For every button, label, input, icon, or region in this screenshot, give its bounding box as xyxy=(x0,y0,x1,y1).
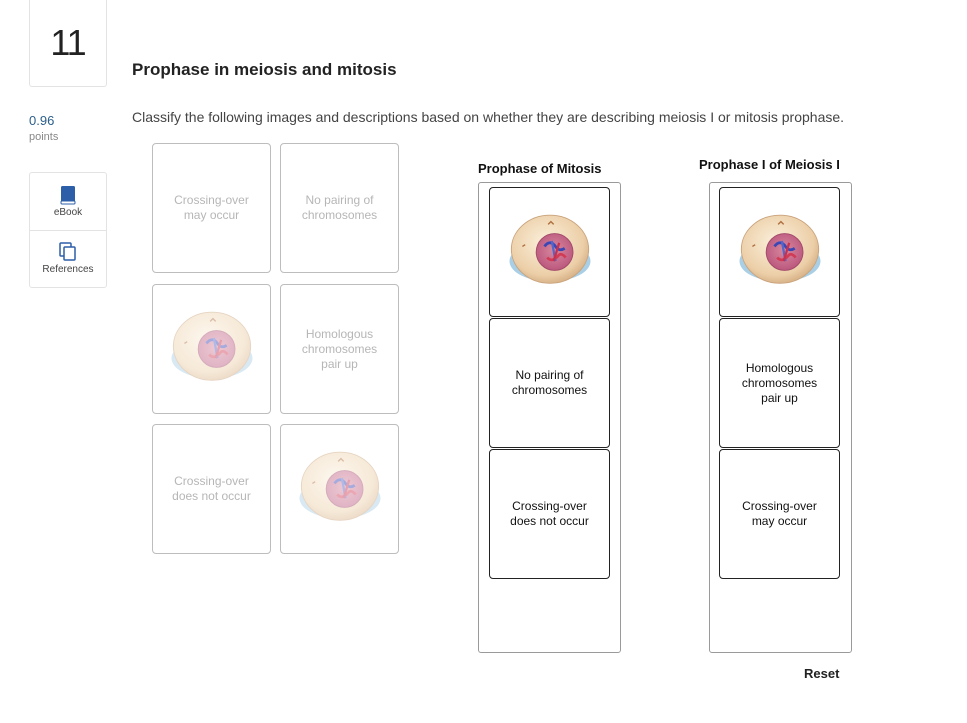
copy-pages-icon xyxy=(59,242,77,262)
card-text: Homologous chromosomes pair up xyxy=(301,326,378,371)
mitosis-bin-title: Prophase of Mitosis xyxy=(478,161,602,176)
card-text: No pairing of chromosomes xyxy=(511,368,588,397)
source-card-crossing-over-may[interactable]: Crossing-over may occur xyxy=(152,143,271,273)
meiosis-bin-title: Prophase I of Meiosis I xyxy=(699,157,840,172)
source-card-cell-image-1[interactable] xyxy=(152,284,271,414)
card-text: Crossing-over may occur xyxy=(742,499,817,528)
book-icon xyxy=(60,185,76,205)
question-number: 11 xyxy=(29,0,107,87)
question-title: Prophase in meiosis and mitosis xyxy=(132,60,397,79)
points-value: 0.96 xyxy=(29,113,55,128)
card-text: No pairing of chromosomes xyxy=(301,193,378,222)
question-instructions: Classify the following images and descri… xyxy=(132,109,845,125)
source-card-no-pairing[interactable]: No pairing of chromosomes xyxy=(280,143,399,273)
card-text: Crossing-over may occur xyxy=(174,193,249,222)
cell-prophase-image xyxy=(507,213,592,285)
ebook-label: eBook xyxy=(53,207,83,218)
meiosis-card-cell-image[interactable] xyxy=(719,187,840,317)
mitosis-card-crossing-over-not[interactable]: Crossing-over does not occur xyxy=(489,449,610,579)
resource-panel: eBook References xyxy=(29,172,107,288)
points-label: points xyxy=(29,131,59,143)
mitosis-card-no-pairing[interactable]: No pairing of chromosomes xyxy=(489,318,610,448)
cell-prophase-image xyxy=(737,213,822,285)
references-button[interactable]: References xyxy=(30,230,106,287)
meiosis-card-crossing-over-may[interactable]: Crossing-over may occur xyxy=(719,449,840,579)
reset-button[interactable]: Reset xyxy=(804,666,840,681)
cell-prophase-image xyxy=(169,310,254,382)
source-card-cell-image-2[interactable] xyxy=(280,424,399,554)
card-text: Crossing-over does not occur xyxy=(172,474,251,503)
source-card-crossing-over-not[interactable]: Crossing-over does not occur xyxy=(152,424,271,554)
meiosis-card-homologous[interactable]: Homologous chromosomes pair up xyxy=(719,318,840,448)
cell-prophase-image xyxy=(297,450,382,522)
mitosis-card-cell-image[interactable] xyxy=(489,187,610,317)
card-text: Crossing-over does not occur xyxy=(510,499,589,528)
source-card-homologous[interactable]: Homologous chromosomes pair up xyxy=(280,284,399,414)
references-label: References xyxy=(42,264,94,275)
ebook-button[interactable]: eBook xyxy=(30,173,106,231)
card-text: Homologous chromosomes pair up xyxy=(741,360,818,405)
